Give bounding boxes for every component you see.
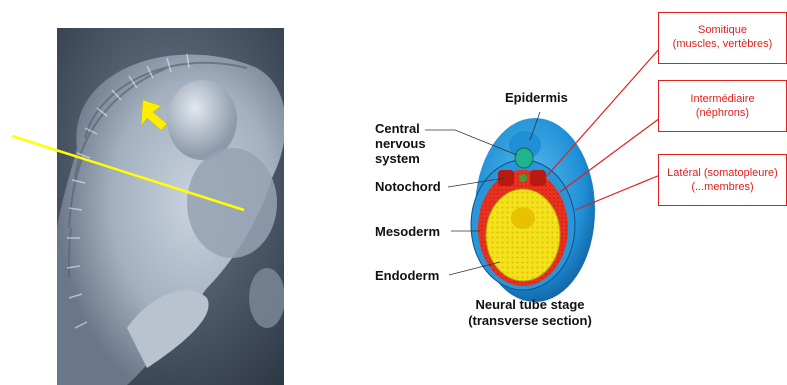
- somite-right: [530, 170, 546, 186]
- label-mesoderm: Mesoderm: [375, 224, 440, 239]
- label-central-nervous-system: Central nervous system: [375, 121, 426, 166]
- callout-lateral: Latéral (somatopleure) (...membres): [658, 154, 787, 206]
- label-notochord: Notochord: [375, 179, 441, 194]
- callout-somitique: Somitique (muscles, vertèbres): [658, 12, 787, 64]
- label-endoderm: Endoderm: [375, 268, 439, 283]
- diagram-caption: Neural tube stage (transverse section): [455, 297, 605, 329]
- notochord-dot: [519, 174, 527, 182]
- neural-tube: [515, 148, 533, 168]
- label-epidermis: Epidermis: [505, 90, 568, 105]
- gut-lumen: [511, 207, 535, 229]
- callout-intermediaire: Intermédiaire (néphrons): [658, 80, 787, 132]
- section-line: [12, 136, 244, 210]
- somite-left: [498, 170, 514, 186]
